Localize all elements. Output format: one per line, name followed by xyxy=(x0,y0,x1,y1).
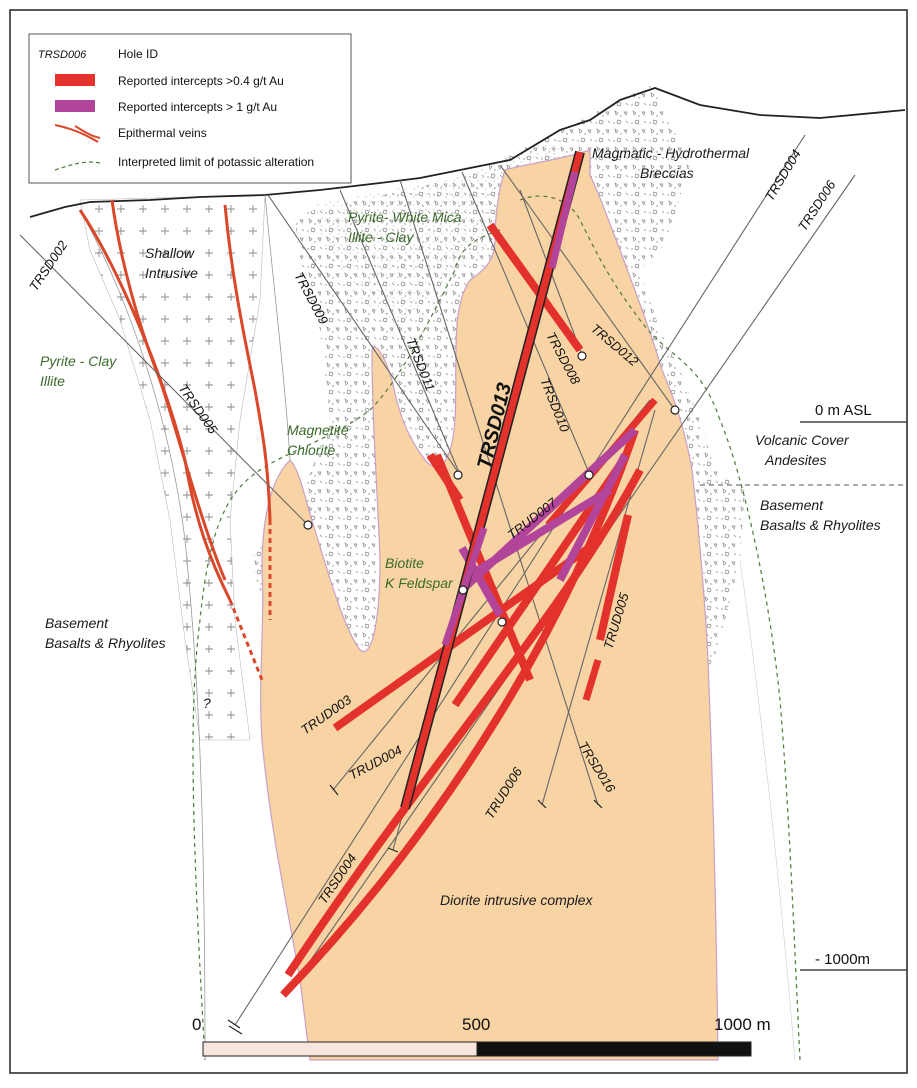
scale-bar-dark xyxy=(476,1041,752,1057)
unit-label-pyrite-clay-1: Pyrite - Clay xyxy=(40,353,117,369)
hole-end-markers xyxy=(303,351,680,627)
unit-label-pyrite-clay-2: Illite xyxy=(40,373,65,389)
contact-line xyxy=(739,559,796,1061)
legend: TRSD006 Hole ID Reported intercepts >0.4… xyxy=(28,33,352,184)
legend-hole-id-label: Hole ID xyxy=(118,47,158,61)
unit-label-basement-left-2: Basalts & Rhyolites xyxy=(45,635,166,651)
elevation-minus1000-label: - 1000m xyxy=(815,951,870,968)
unit-label-question: ? xyxy=(203,695,211,711)
potassic-limit-line xyxy=(519,195,801,1061)
unit-label-volcanic-2: Andesites xyxy=(764,452,826,468)
contact-line xyxy=(264,194,291,461)
unit-label-diorite: Diorite intrusive complex xyxy=(440,892,593,908)
scale-label-end: 1000 m xyxy=(714,1015,771,1034)
legend-swatch-low-grade xyxy=(55,74,95,86)
legend-swatch-potassic xyxy=(54,161,101,171)
unit-label-pyrite-wm-2: Illite - Clay xyxy=(348,229,414,245)
unit-label-pyrite-wm-1: Pyrite- White Mica xyxy=(348,209,462,225)
unit-label-magnetite-2: Chlorite xyxy=(287,442,335,458)
scale-label-mid: 500 xyxy=(462,1015,490,1034)
legend-hole-id-sample: TRSD006 xyxy=(38,49,87,61)
epithermal-veins xyxy=(78,199,272,681)
hole-end-ticks xyxy=(227,784,603,1035)
contact-line xyxy=(79,209,206,1061)
unit-label-breccia-1: Magmatic - Hydrothermal xyxy=(592,145,750,161)
legend-swatch-high-grade xyxy=(55,100,95,112)
white-mica-stipple xyxy=(310,140,560,330)
scale-label-start: 0 xyxy=(192,1015,201,1034)
shallow-intrusive xyxy=(79,194,266,741)
unit-label-basement-left-1: Basement xyxy=(45,615,109,631)
scale-bar-light xyxy=(202,1041,478,1057)
unit-label-shallow-1: Shallow xyxy=(145,245,195,261)
legend-potassic-label: Interpreted limit of potassic alteration xyxy=(118,155,314,169)
unit-label-basement-right-2: Basalts & Rhyolites xyxy=(760,517,881,533)
unit-label-biotite-1: Biotite xyxy=(385,555,424,571)
unit-label-magnetite-1: Magnetite xyxy=(287,422,349,438)
legend-intercept-04-label: Reported intercepts >0.4 g/t Au xyxy=(118,74,284,88)
elevation-0-label: 0 m ASL xyxy=(815,402,872,419)
unit-label-breccia-2: Breccias xyxy=(640,165,694,181)
potassic-limit-line xyxy=(192,229,501,1061)
unit-label-biotite-2: K Feldspar xyxy=(385,575,454,591)
unit-label-basement-right-1: Basement xyxy=(760,497,824,513)
legend-swatch-veins xyxy=(54,124,101,143)
legend-veins-label: Epithermal veins xyxy=(118,126,207,140)
topography-line xyxy=(29,87,906,218)
unit-label-shallow-2: Intrusive xyxy=(145,265,198,281)
legend-intercept-1-label: Reported intercepts > 1 g/t Au xyxy=(118,100,277,114)
unit-label-volcanic-1: Volcanic Cover xyxy=(755,432,850,448)
scale-bar: 0 500 1000 m xyxy=(192,1015,771,1057)
